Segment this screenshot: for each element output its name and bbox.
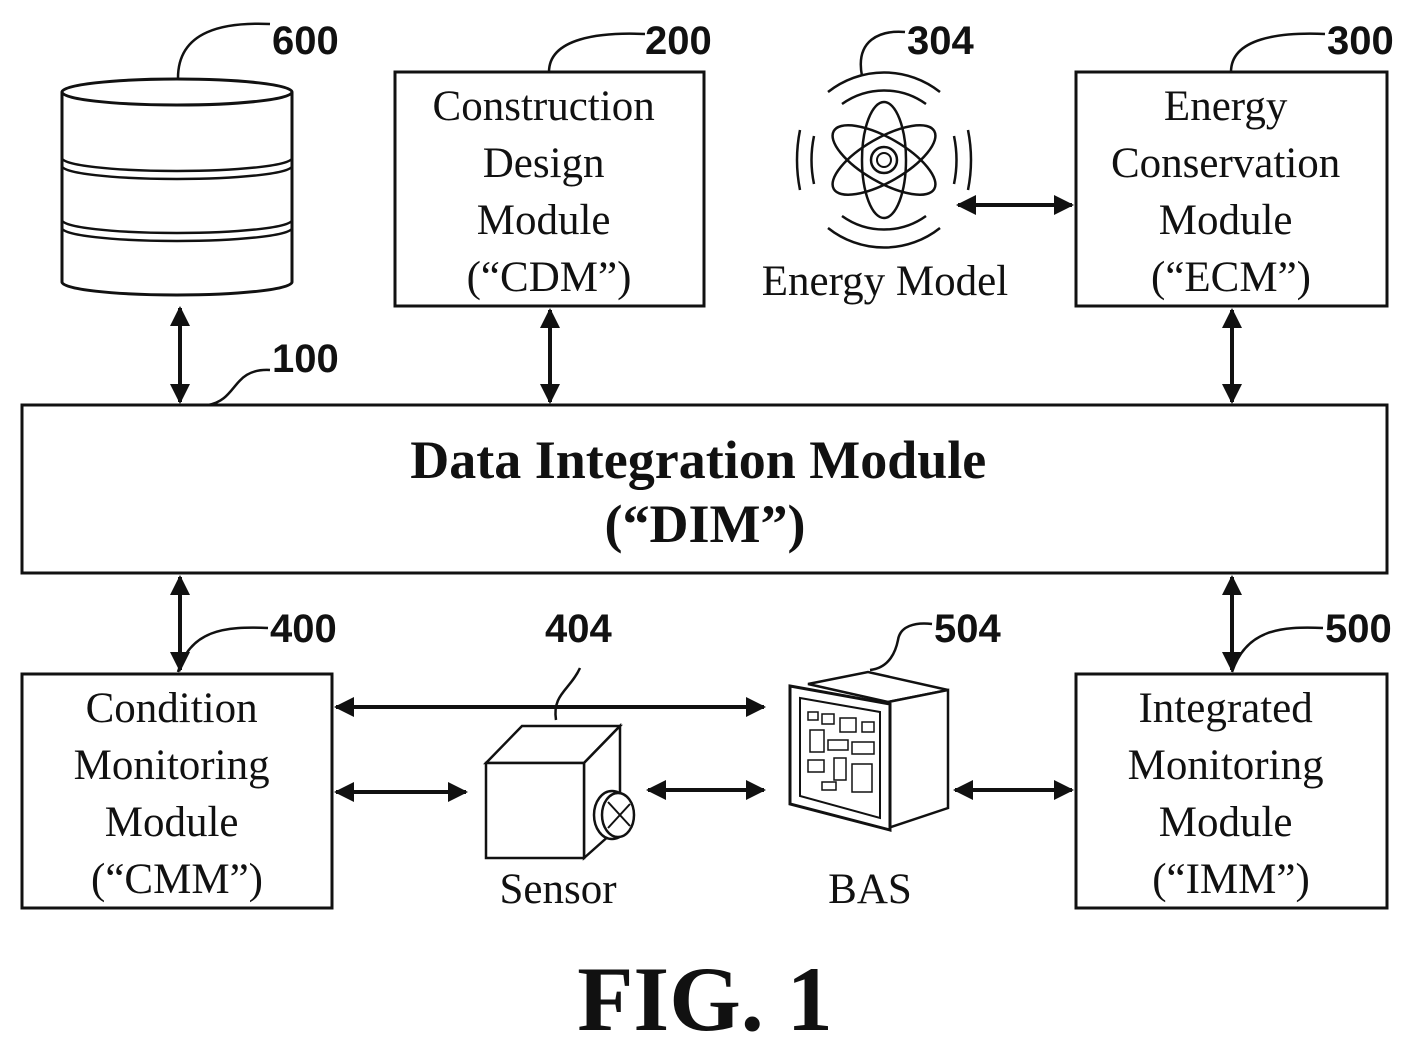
cdm-ref: 200 (645, 19, 712, 63)
sensor-leader-line (555, 668, 580, 720)
database-ref: 600 (272, 19, 339, 63)
dim-ref: 100 (272, 337, 339, 381)
imm-ref: 500 (1325, 607, 1392, 651)
atom-icon (797, 72, 971, 247)
imm-leader-line (1232, 628, 1323, 672)
sensor-icon (486, 726, 634, 858)
sensor-ref: 404 (545, 607, 612, 651)
dim-leader-line (208, 370, 270, 405)
control-panel-icon (790, 672, 948, 830)
bas-leader-line (870, 624, 932, 670)
sensor-label: Sensor (499, 866, 616, 913)
energy-model-ref: 304 (907, 19, 974, 63)
bas-label: BAS (828, 866, 912, 913)
bas-ref: 504 (934, 607, 1001, 651)
ecm-leader-line (1231, 34, 1325, 72)
database-leader-line (178, 24, 270, 78)
database-icon (62, 79, 292, 295)
energy-model-label: Energy Model (762, 258, 1008, 305)
ecm-ref: 300 (1327, 19, 1394, 63)
energy-model-leader-line (861, 32, 905, 76)
cdm-leader-line (549, 34, 645, 72)
cmm-ref: 400 (270, 607, 337, 651)
cmm-leader-line (178, 628, 268, 672)
figure-label: FIG. 1 (577, 948, 833, 1050)
